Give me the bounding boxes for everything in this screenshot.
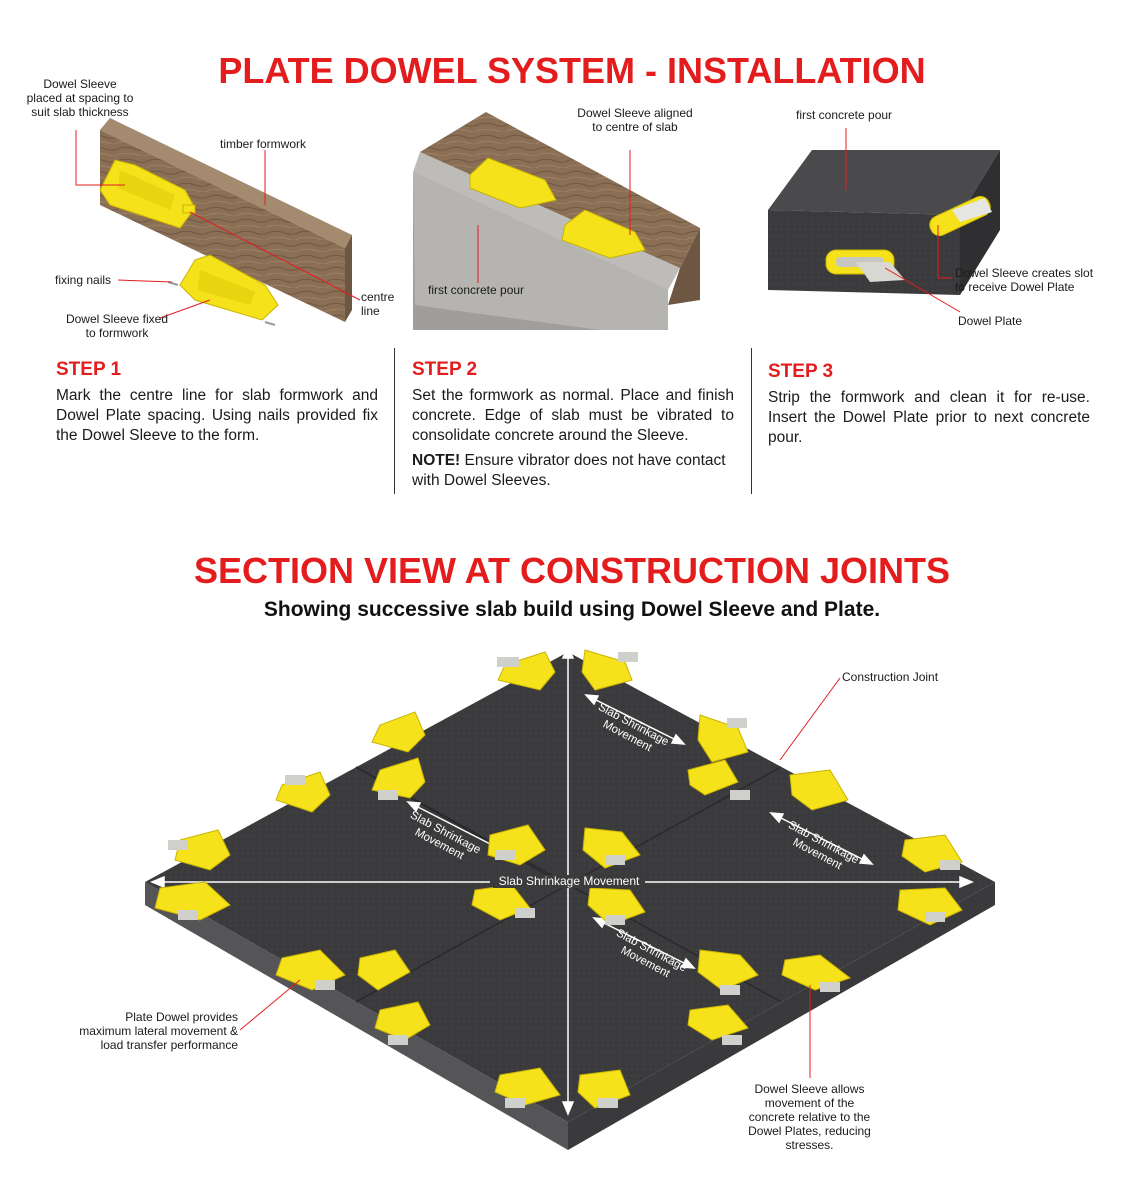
- step-1-text: Mark the centre line for slab formwork a…: [56, 387, 378, 444]
- step-divider-1: [394, 348, 395, 494]
- figure-3-stripped-slab: [768, 128, 1000, 313]
- dowel-sleeves: [154, 649, 963, 1109]
- section-leaders: [239, 677, 841, 1078]
- step-1-heading: STEP 1: [56, 359, 122, 380]
- label-slab-movement-center: Slab Shrinkage Movement: [493, 875, 645, 888]
- label-construction-joint: Construction Joint: [842, 670, 939, 684]
- label-plate-dowel: Plate Dowel provides maximum lateral mov…: [79, 1010, 238, 1052]
- step-3-heading: STEP 3: [768, 361, 834, 382]
- slab-edge-left: [145, 882, 568, 1150]
- label-timber-formwork: timber formwork: [220, 137, 307, 151]
- label-dowel-plate: Dowel Plate: [958, 314, 1023, 328]
- label-first-pour-3: first concrete pour: [796, 108, 893, 122]
- figure-1-formwork: [75, 118, 361, 326]
- step-divider-2: [751, 348, 752, 494]
- step-3-text: Strip the formwork and clean it for re-u…: [768, 389, 1090, 446]
- figure-2-first-pour: [413, 112, 700, 330]
- label-sleeve-spacing: Dowel Sleeve placed at spacing to suit s…: [26, 77, 134, 119]
- label-centre-line: centre line: [361, 290, 395, 318]
- label-sleeve-slot: Dowel Sleeve creates slot to receive Dow…: [955, 266, 1094, 294]
- step-2-note: NOTE! Ensure vibrator does not have cont…: [412, 451, 734, 491]
- label-fixing-nails: fixing nails: [55, 273, 112, 287]
- dowel-sleeve-loose: [179, 254, 279, 321]
- section-subtitle: Showing successive slab build using Dowe…: [263, 598, 881, 621]
- movement-arrows: [150, 644, 974, 1116]
- label-sleeve-aligned: Dowel Sleeve aligned to centre of slab: [577, 106, 693, 134]
- dowel-sleeve-on-form: [99, 159, 196, 229]
- slab-edge-right: [568, 882, 995, 1150]
- label-sleeve-fixed: Dowel Sleeve fixed to formwork: [65, 312, 169, 340]
- page-title: PLATE DOWEL SYSTEM - INSTALLATION: [218, 50, 926, 91]
- step-2-heading: STEP 2: [412, 359, 478, 380]
- step-2-note-bold: NOTE!: [412, 452, 461, 469]
- step-2-note-text: Ensure vibrator does not have contact wi…: [412, 452, 726, 489]
- label-first-pour-2: first concrete pour: [428, 283, 525, 297]
- section-title: SECTION VIEW AT CONSTRUCTION JOINTS: [193, 550, 951, 591]
- label-sleeve-allows: Dowel Sleeve allows movement of the conc…: [748, 1082, 871, 1152]
- step-2-text: Set the formwork as normal. Place and fi…: [412, 387, 734, 444]
